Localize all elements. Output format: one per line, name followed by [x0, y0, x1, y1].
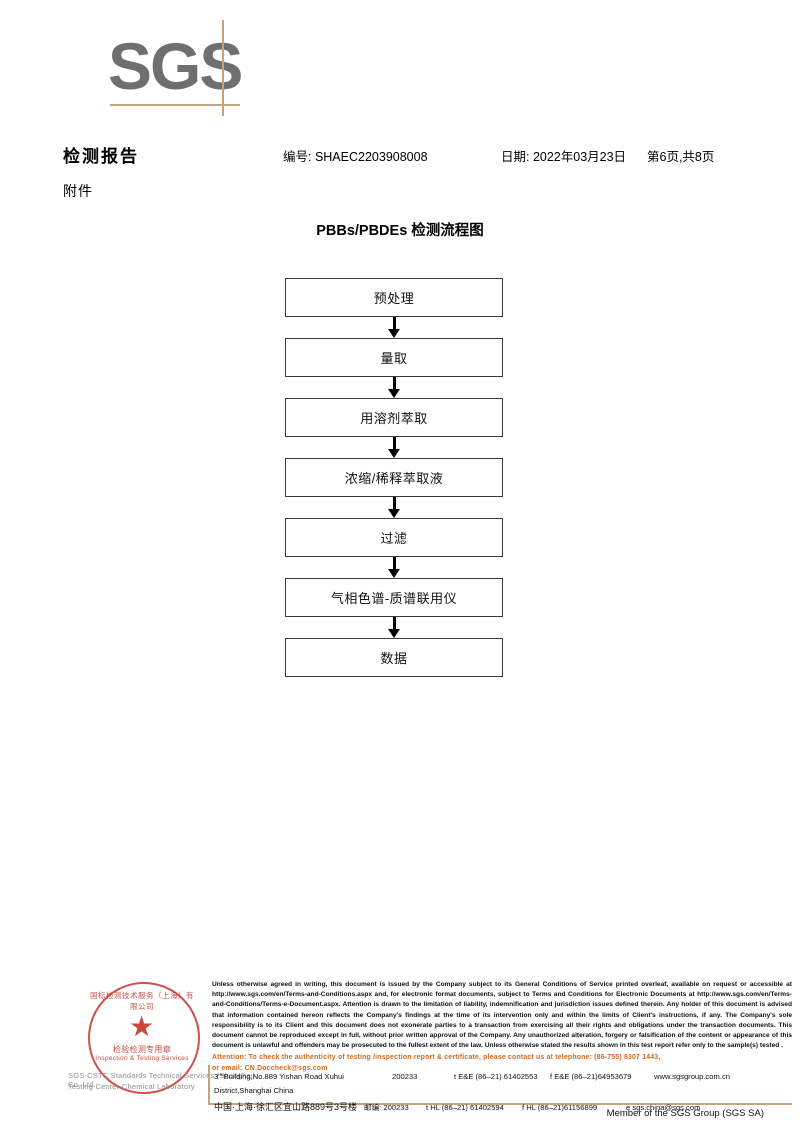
flow-arrow-4 [285, 497, 503, 518]
flowchart-title: PBBs/PBDEs 检测流程图 [316, 223, 484, 239]
legal-disclaimer: Unless otherwise agreed in writing, this… [212, 981, 792, 1050]
address-english: 3""Building,No.889 Yishan Road Xuhui Dis… [214, 1072, 344, 1096]
flow-box-data: 数据 [285, 638, 503, 677]
seal-arc-text: 国标检测技术服务（上海）有限公司 [90, 991, 194, 1011]
seal-circle-icon [88, 982, 200, 1094]
fax-ee: f E&E (86–21)64953679 [550, 1072, 632, 1081]
flow-arrow-6 [285, 617, 503, 638]
footer-vertical-divider [208, 1065, 210, 1105]
address-row-cn: 中国·上海·徐汇区宜山路889号3号楼 邮编: 200233 t HL (86–… [214, 1099, 792, 1116]
address-row-en: 3""Building,No.889 Yishan Road Xuhui Dis… [214, 1070, 792, 1099]
flow-step-1: 预处理 [285, 278, 505, 317]
report-number: 编号: SHAEC2203908008 [283, 150, 428, 164]
flow-step-2: 量取 [285, 338, 505, 377]
flow-box-filtration: 过滤 [285, 518, 503, 557]
flowchart: 预处理 量取 用溶剂萃取 浓缩/稀释萃取液 过滤 气相色谱-质谱联用仪 数据 [285, 278, 505, 677]
member-of-group-line: Member of the SGS Group (SGS SA) [606, 1108, 764, 1119]
page-indicator: 第6页,共8页 [647, 150, 715, 164]
flow-box-solvent-extraction: 用溶剂萃取 [285, 398, 503, 437]
address-block: 3""Building,No.889 Yishan Road Xuhui Dis… [214, 1070, 792, 1116]
flow-box-pretreatment: 预处理 [285, 278, 503, 317]
email-address[interactable]: e sgs.china@sgs.com [626, 1102, 701, 1112]
attachment-label: 附件 [63, 183, 93, 199]
address-chinese: 中国·上海·徐汇区宜山路889号3号楼 [214, 1101, 358, 1112]
flow-step-3: 用溶剂萃取 [285, 398, 505, 437]
flow-arrow-5 [285, 557, 503, 578]
flow-box-measure: 量取 [285, 338, 503, 377]
company-seal: 国标检测技术服务（上海）有限公司 ★ 检验检测专用章 Inspection & … [68, 982, 255, 1094]
flow-arrow-3 [285, 437, 503, 458]
logo-vertical-rule [222, 20, 224, 116]
footer-bottom-rule [208, 1103, 792, 1105]
zip-chinese: 邮编: 200233 [364, 1102, 409, 1112]
logo-horizontal-rule [110, 104, 240, 106]
sgs-logo-area: SGS [0, 0, 800, 130]
report-date: 日期: 2022年03月23日 [501, 150, 627, 164]
tel-ee: t E&E (86–21) 61402553 [454, 1072, 538, 1081]
seal-overlay-line-2: Testing Center-Chemical Laboratory [68, 1082, 195, 1091]
tel-hl: t HL (86–21) 61402594 [426, 1102, 504, 1112]
sgs-logo-text: SGS [108, 29, 243, 103]
flow-arrow-2 [285, 377, 503, 398]
document-header: 检测报告 编号: SHAEC2203908008 日期: 2022年03月23日… [0, 142, 800, 168]
flow-step-5: 过滤 [285, 518, 505, 557]
flow-box-gcms: 气相色谱-质谱联用仪 [285, 578, 503, 617]
seal-overlay-line-1: SGS-CSTC Standards Technical Services (S… [68, 1071, 256, 1089]
fax-hl: f HL (86–21)61156899 [522, 1102, 598, 1112]
zip-english: 200233 [392, 1072, 418, 1081]
attention-line-1: Attention: To check the authenticity of … [212, 1054, 661, 1061]
attention-line-2: or email: CN.Doccheck@sgs.com [212, 1064, 328, 1072]
seal-center-en: Inspection & Testing Services [95, 1055, 189, 1062]
flow-step-6: 气相色谱-质谱联用仪 [285, 578, 505, 617]
flow-step-7: 数据 [285, 638, 505, 677]
flow-arrow-1 [285, 317, 503, 338]
website-url[interactable]: www.sgsgroup.com.cn [654, 1072, 730, 1081]
document-footer: 国标检测技术服务（上海）有限公司 ★ 检验检测专用章 Inspection & … [0, 975, 800, 1131]
attention-notice: Attention: To check the authenticity of … [212, 1053, 792, 1074]
flow-box-concentrate-dilute: 浓缩/稀释萃取液 [285, 458, 503, 497]
flow-step-4: 浓缩/稀释萃取液 [285, 458, 505, 497]
star-icon: ★ [129, 1011, 155, 1042]
page-title: 检测报告 [63, 147, 139, 166]
seal-center-cn: 检验检测专用章 [112, 1045, 172, 1054]
